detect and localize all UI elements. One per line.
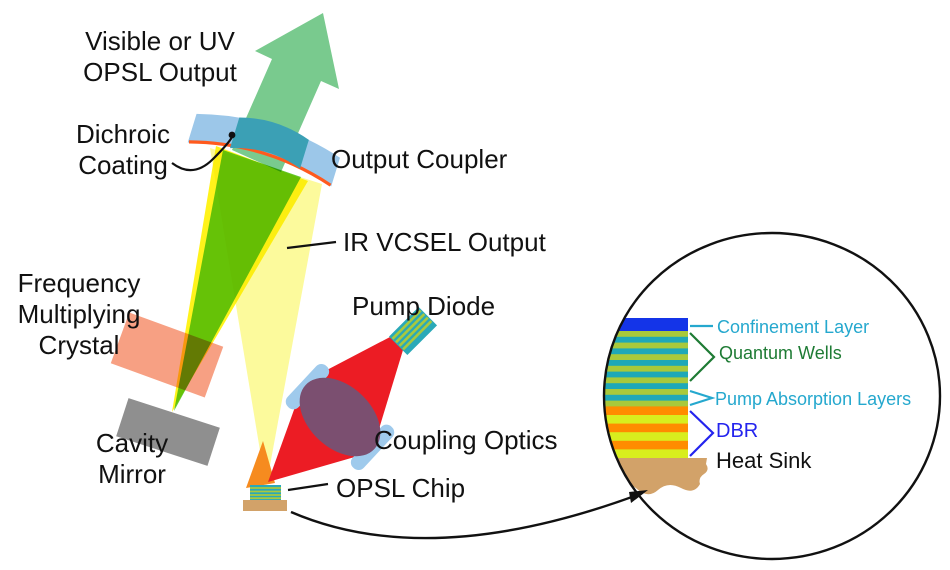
label-quantum-wells: Quantum Wells [719, 343, 842, 363]
dbr-bracket [689, 410, 715, 457]
inset-layer-active-region [604, 383, 688, 390]
label-confinement-layer: Confinement Layer [717, 317, 870, 337]
inset-layer-active-region [604, 389, 688, 396]
cavity-mirror [116, 398, 220, 466]
inset-chip-stack [604, 318, 708, 495]
inset-layer-confinement [604, 318, 688, 332]
inset-layer-active-region [604, 365, 688, 372]
label-pump-diode: Pump Diode [352, 291, 496, 321]
inset-layer-active-region [604, 342, 688, 349]
pump-focus-glow [246, 441, 275, 488]
dichroic-coating [189, 140, 332, 187]
inset-layer-active-region [604, 394, 688, 401]
label-heat-sink: Heat Sink [716, 448, 812, 473]
quantum-wells-bracket [689, 332, 716, 382]
inset-layer-dbr-mirror [604, 423, 688, 433]
label-output-coupler: Output Coupler [331, 144, 508, 174]
inset-layer-active-region [604, 331, 688, 338]
inset-layer-active-region [604, 336, 688, 343]
inset-heat-sink [604, 458, 708, 495]
inset-layer-active-region [604, 377, 688, 384]
opsl-chip-leader-line [287, 482, 329, 492]
output-coupler [187, 113, 340, 187]
inset-layer-dbr-mirror [604, 449, 688, 459]
inset-layer-active-region [604, 360, 688, 367]
coupling-optics [285, 363, 395, 471]
inset-layer-active-region [604, 354, 688, 361]
inset-pointer-curve [290, 492, 641, 540]
label-coupling-optics: Coupling Optics [374, 425, 558, 455]
opsl-chip-base [243, 500, 287, 511]
inset-layer-active-region [604, 348, 688, 355]
green-beam-cavity [174, 150, 301, 411]
inset-circle-outline [602, 231, 942, 561]
label-ir-vcsel-output: IR VCSEL Output [343, 227, 546, 257]
dichroic-leader-line [171, 136, 233, 172]
inset-layer-dbr-mirror [604, 432, 688, 442]
label-opsl-chip: OPSL Chip [336, 473, 466, 503]
inset-pointer-arrowhead [629, 490, 648, 503]
cavity-beams [172, 146, 322, 487]
pump-absorption-bracket [689, 389, 716, 407]
dichroic-point [228, 131, 236, 139]
inset-layer-active-region [604, 371, 688, 378]
inset-layer-active-region [604, 400, 688, 407]
label-pump-absorption-layers: Pump Absorption Layers [715, 389, 912, 409]
pump-diode [388, 306, 438, 356]
coupler-teal-segment [229, 117, 309, 169]
inset-layer-dbr-mirror [604, 406, 688, 416]
inset-layer-dbr-mirror [604, 415, 688, 424]
inset-layer-dbr-mirror [604, 440, 688, 450]
frequency-multiplying-crystal [110, 312, 224, 398]
ir-vcsel-leader-line [286, 240, 337, 250]
label-dbr: DBR [716, 420, 759, 442]
lens-body [299, 377, 381, 457]
